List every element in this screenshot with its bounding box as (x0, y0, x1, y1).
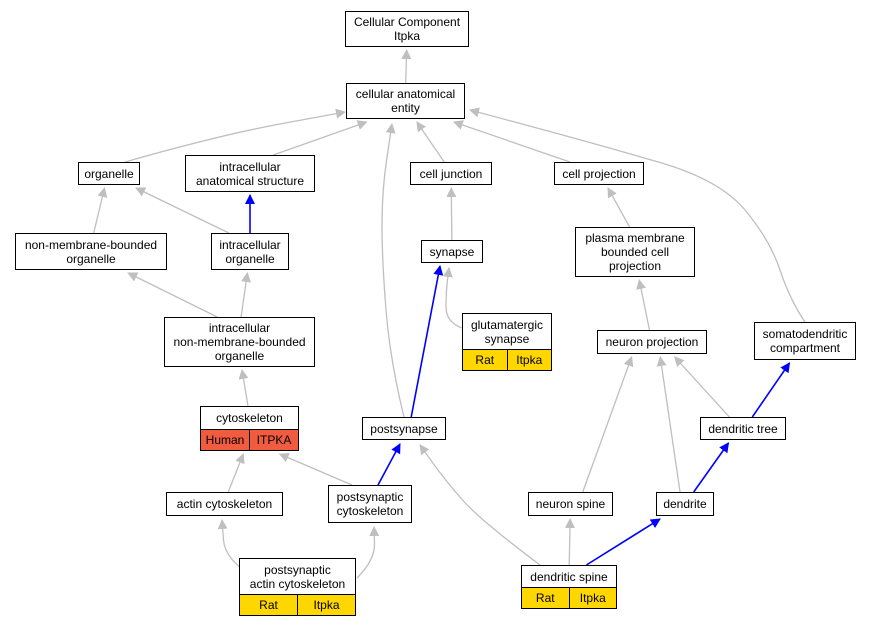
node-label: cell junction (419, 166, 483, 181)
edge-inmbo-to-nmbo (127, 272, 218, 318)
node-dendritic-spine[interactable]: dendritic spine Rat Itpka (521, 565, 617, 609)
node-dendrite[interactable]: dendrite (656, 492, 714, 516)
edge-cellproj-to-cae (452, 120, 571, 163)
node-neuron-spine[interactable]: neuron spine (528, 492, 613, 516)
edge-postsyn-to-cae (381, 123, 405, 418)
node-synapse[interactable]: synapse (421, 240, 483, 263)
annotation-species: Rat (475, 353, 495, 367)
node-label: dendritic tree (708, 421, 778, 436)
annotation-gene: Itpka (568, 588, 617, 608)
edge-psc-to-cyto (278, 452, 353, 486)
node-label: neuron spine (535, 497, 606, 511)
node-label: postsynapse (370, 421, 438, 436)
annotation-row: Human ITPKA (201, 429, 298, 450)
annotation-gene: Itpka (297, 595, 355, 615)
edge-synapse-to-celljunc (446, 187, 457, 241)
edge-nmbo-to-organelle (93, 187, 108, 234)
node-postsynapse[interactable]: postsynapse (362, 417, 446, 440)
annotation-row: Rat Itpka (522, 587, 616, 608)
edge-glut-to-synapse (442, 267, 463, 329)
edge-dendrite-to-dendtree (693, 442, 730, 493)
node-organelle[interactable]: organelle (78, 162, 140, 185)
annotation-row: Rat Itpka (240, 594, 355, 615)
edge-cyto-to-inmbo (238, 369, 249, 407)
node-label: actin cytoskeleton (176, 497, 273, 511)
node-label: dendrite (663, 497, 707, 511)
annotation-gene: Itpka (506, 350, 552, 370)
edge-dspine-to-dendrite (585, 518, 661, 566)
edge-dspine-to-postsyn (419, 444, 541, 566)
edge-postsyn-to-synapse (410, 265, 444, 418)
node-neuron-projection[interactable]: neuron projection (597, 330, 707, 354)
node-label: cell projection (562, 166, 636, 181)
edge-ias-to-cae (273, 120, 368, 156)
annotation-species: Human (205, 433, 245, 447)
edge-psac-to-psc (356, 526, 380, 579)
edge-neuproj-to-pmbcp (636, 279, 651, 331)
node-label: cytoskeleton (216, 411, 283, 425)
edge-organelle-to-cae (124, 108, 346, 163)
node-cytoskeleton[interactable]: cytoskeleton Human ITPKA (200, 406, 299, 451)
node-cell-junction[interactable]: cell junction (410, 162, 492, 185)
edge-celljunc-to-cae (416, 121, 445, 163)
edge-somato-to-cae (469, 107, 806, 323)
edge-dspine-to-spine (564, 518, 575, 566)
edge-cae-to-root (401, 49, 412, 84)
node-label: dendritic spine (530, 569, 608, 584)
node-cell-projection[interactable]: cell projection (554, 162, 644, 185)
edge-inmbo-to-io (240, 272, 252, 318)
annotation-species: Rat (259, 598, 278, 612)
edge-spine-to-neuproj (582, 356, 634, 493)
edge-dendtree-to-neuproj (674, 356, 730, 418)
node-label: neuron projection (605, 335, 699, 349)
annotation-gene: ITPKA (249, 430, 298, 450)
node-dendritic-tree[interactable]: dendritic tree (700, 417, 786, 440)
node-label: organelle (84, 166, 134, 181)
edge-dendrite-to-neuproj (656, 356, 681, 493)
node-label: synapse (429, 244, 475, 259)
edge-io-to-organelle (135, 187, 230, 234)
annotation-row: Rat Itpka (463, 349, 551, 370)
edge-pmbcp-to-cellproj (607, 187, 631, 228)
edge-dendtree-to-somato (751, 362, 791, 418)
edge-psc-to-postsyn (377, 443, 401, 486)
annotation-species: Rat (535, 591, 555, 605)
node-actin-cytoskeleton[interactable]: actin cytoskeleton (166, 492, 283, 516)
edge-actin-to-cyto (227, 453, 245, 493)
